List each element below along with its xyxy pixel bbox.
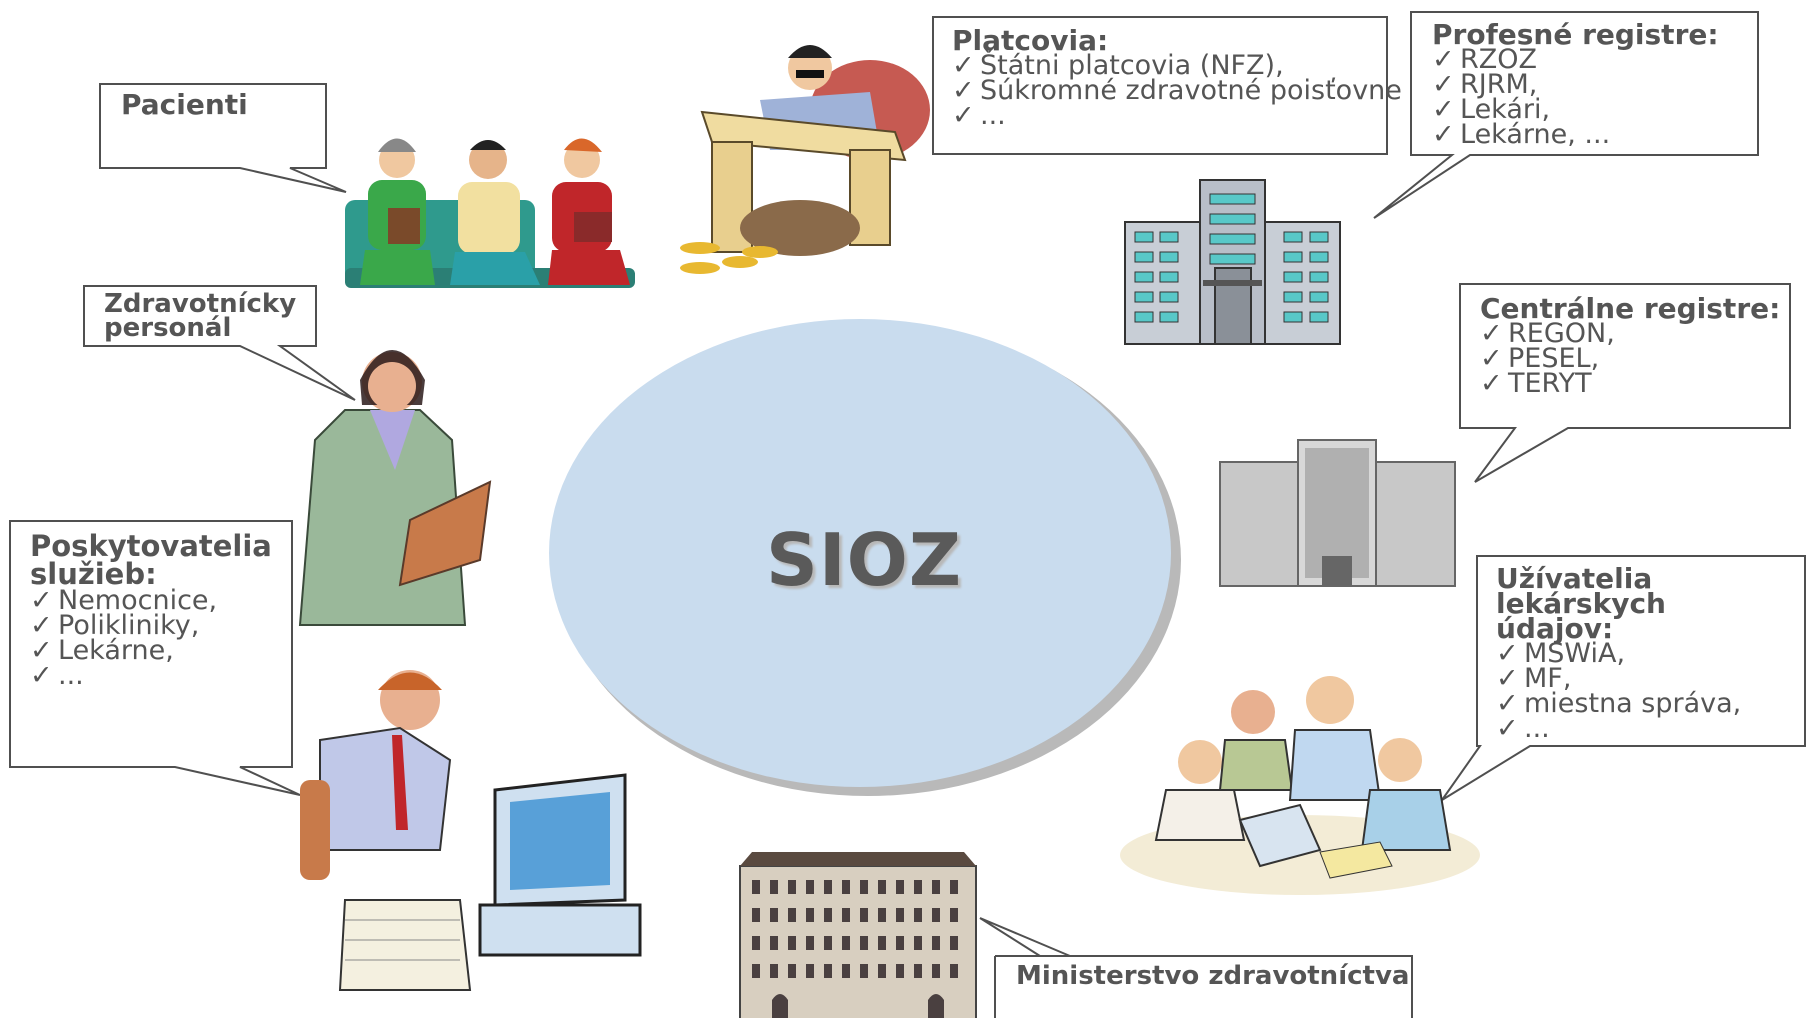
check-icon: ✓ <box>1432 94 1455 125</box>
poskytovatelia-title-line1: Poskytovatelia <box>30 529 272 563</box>
check-icon: ✓ <box>1496 638 1519 669</box>
patients-illustration <box>345 138 635 288</box>
callout-profesne: Profesné registre: ✓RZOZ ✓RJRM, ✓Lekári,… <box>1432 18 1719 150</box>
check-icon: ✓ <box>30 610 53 641</box>
platcovia-title: Platcovia: <box>952 24 1109 57</box>
callout-platcovia: Platcovia: ✓Štátni platcovia (NFZ), ✓Súk… <box>952 24 1402 131</box>
center-label: SIOZ <box>766 518 963 602</box>
list-item: ✓Lekárne, ... <box>1432 119 1611 150</box>
list-item: ✓... <box>1496 713 1550 744</box>
list-item: ✓PESEL, <box>1480 343 1600 374</box>
zdravotnicky-title-line1: Zdravotnícky <box>104 289 297 319</box>
callout-poskytovatelia: Poskytovatelia služieb: ✓Nemocnice, ✓Pol… <box>30 529 272 691</box>
centralne-title: Centrálne registre: <box>1480 292 1781 325</box>
check-icon: ✓ <box>1496 713 1519 744</box>
callout-poskytovatelia-shape <box>9 520 301 796</box>
centralne-list: ✓REGON, ✓PESEL, ✓TERYT <box>1480 318 1780 399</box>
check-icon: ✓ <box>952 100 975 131</box>
check-icon: ✓ <box>30 585 53 616</box>
list-item: ✓Nemocnice, <box>30 585 218 616</box>
poskytovatelia-list: ✓Nemocnice, ✓Polikliniky, ✓Lekárne, ✓... <box>30 585 272 691</box>
check-icon: ✓ <box>1432 69 1455 100</box>
callout-zdravotnicky: Zdravotnícky personál <box>104 289 297 343</box>
list-item: ✓RZOZ <box>1432 44 1538 75</box>
check-icon: ✓ <box>30 660 53 691</box>
platcovia-list: ✓Štátni platcovia (NFZ), ✓Súkromné zdrav… <box>952 50 1402 131</box>
sioz-ellipse <box>549 319 1171 787</box>
list-item: ✓MF, <box>1496 663 1572 694</box>
ministry-windows <box>752 880 958 1018</box>
list-item: ✓Súkromné zdravotné poisťovne <box>952 75 1402 106</box>
list-item: ✓miestna správa, <box>1496 688 1742 719</box>
nurse-illustration <box>298 350 492 626</box>
check-icon: ✓ <box>1480 368 1503 399</box>
office-worker-illustration <box>300 670 642 991</box>
zdravotnicky-title-line2: personál <box>104 313 232 343</box>
callout-centralne-shape <box>1459 283 1791 483</box>
check-icon: ✓ <box>1496 663 1519 694</box>
callout-platcovia-shape <box>932 16 1388 155</box>
meeting-illustration <box>1120 676 1480 895</box>
list-item: ✓Lekárne, <box>30 635 174 666</box>
callout-zdravotnicky-shape <box>83 285 356 401</box>
list-item: ✓RJRM, <box>1432 69 1538 100</box>
uzivatelia-list: ✓MSWiA, ✓MF, ✓miestna správa, ✓... <box>1496 638 1814 744</box>
ministry-building <box>739 852 977 1018</box>
callout-pacienti: Pacienti <box>121 88 248 121</box>
callout-ministerstvo: Ministerstvo zdravotníctva <box>1016 961 1410 991</box>
check-icon: ✓ <box>1496 688 1519 719</box>
list-item: ✓REGON, <box>1480 318 1615 349</box>
callout-shapes <box>9 11 1806 1018</box>
list-item: ✓... <box>952 100 1006 131</box>
list-item: ✓... <box>30 660 84 691</box>
callout-ministerstvo-shape <box>979 917 1413 1018</box>
poskytovatelia-title-line2: služieb: <box>30 557 157 591</box>
callout-pacienti-shape <box>99 83 347 193</box>
check-icon: ✓ <box>1432 44 1455 75</box>
profesne-list: ✓RZOZ ✓RJRM, ✓Lekári, ✓Lekárne, ... <box>1432 44 1719 150</box>
payer-illustration <box>680 45 930 274</box>
ministerstvo-title: Ministerstvo zdravotníctva <box>1016 961 1410 991</box>
callout-profesne-shape <box>1373 11 1759 219</box>
pacienti-title: Pacienti <box>121 88 248 121</box>
check-icon: ✓ <box>1480 343 1503 374</box>
check-icon: ✓ <box>30 635 53 666</box>
uzivatelia-title-line1: Užívatelia lekárskych <box>1496 562 1666 620</box>
list-item: ✓Lekári, <box>1432 94 1551 125</box>
central-registry-building <box>1219 439 1456 587</box>
check-icon: ✓ <box>952 75 975 106</box>
profesne-title: Profesné registre: <box>1432 18 1719 51</box>
uzivatelia-title-line2: údajov: <box>1496 612 1614 645</box>
list-item: ✓Polikliniky, <box>30 610 200 641</box>
professional-registry-windows <box>1134 193 1329 323</box>
check-icon: ✓ <box>1432 119 1455 150</box>
check-icon: ✓ <box>952 50 975 81</box>
callout-uzivatelia: Užívatelia lekárskych údajov: ✓MSWiA, ✓M… <box>1496 562 1814 744</box>
callout-uzivatelia-shape <box>1441 555 1806 801</box>
list-item: ✓TERYT <box>1480 368 1592 399</box>
callout-centralne: Centrálne registre: ✓REGON, ✓PESEL, ✓TER… <box>1480 292 1781 399</box>
list-item: ✓Štátni platcovia (NFZ), <box>952 50 1284 81</box>
list-item: ✓MSWiA, <box>1496 638 1626 669</box>
check-icon: ✓ <box>1480 318 1503 349</box>
